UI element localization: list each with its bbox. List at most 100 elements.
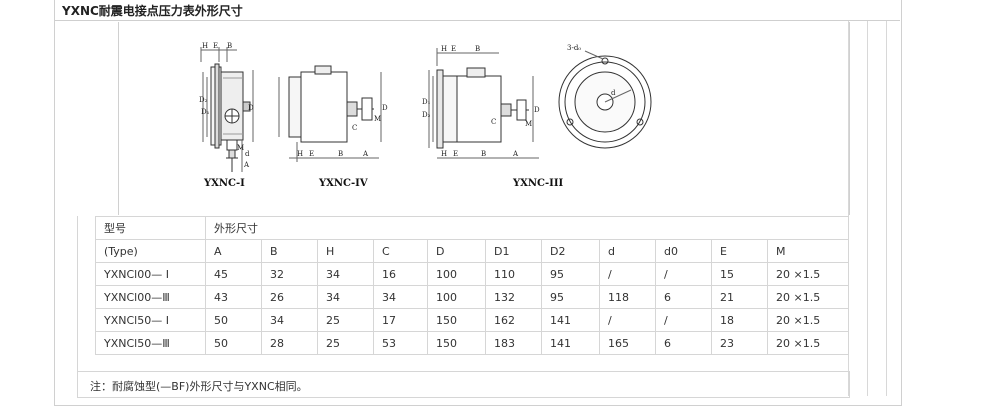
- cell-model: YXNCl00—Ⅲ: [95, 285, 206, 309]
- svg-text:D₂: D₂: [199, 96, 208, 104]
- cell: 118: [599, 285, 656, 309]
- cell: 26: [261, 285, 318, 309]
- svg-text:M: M: [374, 115, 381, 123]
- drawing-yxnc-iii: D₁ D₂ H E B C D M H E B A: [422, 45, 540, 159]
- drawing-yxnc-i: H E B D₂ D₁ D M A d: [199, 42, 254, 172]
- table-row: YXNCl50—Ⅲ 50 28 25 53 150 183 141 165 6 …: [95, 331, 849, 355]
- cell: 17: [373, 308, 428, 332]
- cell: 34: [373, 285, 428, 309]
- table-side-border: [77, 216, 96, 371]
- cell: /: [655, 308, 712, 332]
- cell: 32: [261, 262, 318, 286]
- cell: /: [599, 262, 656, 286]
- header-m: M: [767, 239, 849, 263]
- cell: 150: [427, 331, 486, 355]
- svg-text:B: B: [338, 150, 343, 158]
- header-dimensions-cn: 外形尺寸: [205, 216, 849, 240]
- svg-text:3-d₀: 3-d₀: [567, 44, 581, 52]
- header-type: (Type): [95, 239, 206, 263]
- svg-text:H: H: [297, 150, 303, 158]
- cell: /: [655, 262, 712, 286]
- cell: 50: [205, 331, 262, 355]
- cell: 95: [541, 262, 600, 286]
- svg-text:D: D: [534, 106, 540, 114]
- cell: 28: [261, 331, 318, 355]
- cell: 162: [485, 308, 542, 332]
- caption-yxnc-iii: YXNC-III: [513, 178, 564, 189]
- svg-text:B: B: [227, 42, 232, 50]
- cell: 25: [317, 308, 374, 332]
- svg-text:A: A: [512, 150, 519, 158]
- cell: 21: [711, 285, 768, 309]
- table-header-row-1: 型号 外形尺寸: [95, 216, 849, 240]
- footnote-box: 注：耐腐蚀型(—BF)外形尺寸与YXNC相同。: [77, 371, 850, 398]
- svg-text:E: E: [451, 45, 456, 53]
- header-model-cn: 型号: [95, 216, 206, 240]
- svg-text:D₂: D₂: [422, 111, 431, 119]
- svg-text:A: A: [362, 150, 369, 158]
- header-small-d: d: [599, 239, 656, 263]
- content-frame: [54, 0, 902, 406]
- header-b: B: [261, 239, 318, 263]
- header-c: C: [373, 239, 428, 263]
- page-title: YXNC耐震电接点压力表外形尺寸: [62, 4, 243, 18]
- svg-text:C: C: [352, 124, 357, 132]
- cell: 34: [317, 285, 374, 309]
- cell: 34: [317, 262, 374, 286]
- header-d2: D2: [541, 239, 600, 263]
- svg-text:d: d: [245, 150, 250, 158]
- cell-model: YXNCl00— I: [95, 262, 206, 286]
- svg-text:M: M: [525, 120, 532, 128]
- dimension-drawing: H E B D₂ D₁ D M A d: [118, 22, 850, 215]
- side-column: [848, 21, 868, 396]
- svg-text:E: E: [453, 150, 458, 158]
- cell: 165: [599, 331, 656, 355]
- title-divider: [55, 20, 900, 21]
- svg-text:H: H: [441, 150, 447, 158]
- gauge-drawings-svg: H E B D₂ D₁ D M A d: [199, 42, 652, 172]
- header-a: A: [205, 239, 262, 263]
- table-row: YXNCl50— I 50 34 25 17 150 162 141 / / 1…: [95, 308, 849, 332]
- cell: 100: [427, 285, 486, 309]
- cell: 53: [373, 331, 428, 355]
- header-d1: D1: [485, 239, 542, 263]
- header-h: H: [317, 239, 374, 263]
- svg-text:C: C: [491, 118, 496, 126]
- cell: 23: [711, 331, 768, 355]
- cell: 20 ×1.5: [767, 308, 849, 332]
- cell: 141: [541, 308, 600, 332]
- header-d0: d0: [655, 239, 712, 263]
- cell-model: YXNCl50—Ⅲ: [95, 331, 206, 355]
- cell: 132: [485, 285, 542, 309]
- cell: 183: [485, 331, 542, 355]
- cell: 43: [205, 285, 262, 309]
- cell: 50: [205, 308, 262, 332]
- svg-text:H: H: [441, 45, 447, 53]
- svg-text:D: D: [382, 104, 388, 112]
- cell: 100: [427, 262, 486, 286]
- svg-text:B: B: [475, 45, 480, 53]
- cell: 141: [541, 331, 600, 355]
- cell: 150: [427, 308, 486, 332]
- side-column-2: [866, 21, 887, 396]
- cell: 15: [711, 262, 768, 286]
- svg-text:M: M: [237, 144, 244, 152]
- dimension-table: 型号 外形尺寸 (Type) A B H C D D1 D2 d d0 E M …: [95, 216, 849, 355]
- cell: 18: [711, 308, 768, 332]
- svg-text:d: d: [611, 89, 616, 97]
- footnote: 注：耐腐蚀型(—BF)外形尺寸与YXNC相同。: [90, 380, 308, 393]
- cell: 110: [485, 262, 542, 286]
- cell: 20 ×1.5: [767, 262, 849, 286]
- svg-text:E: E: [309, 150, 314, 158]
- caption-yxnc-iv: YXNC-IV: [319, 178, 368, 189]
- svg-text:D₁: D₁: [201, 108, 210, 116]
- header-d: D: [427, 239, 486, 263]
- table-row: YXNCl00— I 45 32 34 16 100 110 95 / / 15…: [95, 262, 849, 286]
- cell: /: [599, 308, 656, 332]
- table-header-row-2: (Type) A B H C D D1 D2 d d0 E M: [95, 239, 849, 263]
- cell: 45: [205, 262, 262, 286]
- cell: 34: [261, 308, 318, 332]
- svg-text:D: D: [248, 104, 254, 112]
- drawing-yxnc-iv: H E B A C D M: [278, 65, 388, 162]
- caption-yxnc-i: YXNC-I: [204, 178, 245, 189]
